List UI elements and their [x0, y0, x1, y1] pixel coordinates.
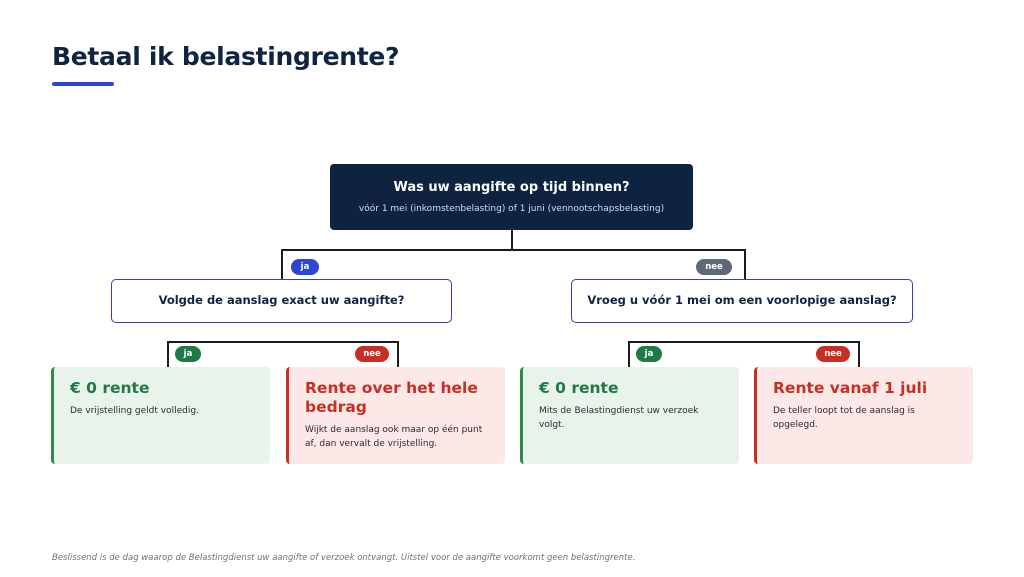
outcome-card-right-yes: € 0 rente Mits de Belastingdienst uw ver… — [520, 367, 739, 464]
right-yes-badge: ja — [636, 346, 662, 362]
right-no-badge: nee — [816, 346, 850, 362]
connector-right-yes-down — [628, 341, 630, 367]
outcome-text: Wijkt de aanslag ook maar op één punt af… — [305, 425, 483, 449]
connector-root-horizontal — [281, 249, 745, 251]
outcome-card-right-no: Rente vanaf 1 juli De teller loopt tot d… — [754, 367, 973, 464]
root-question-box: Was uw aangifte op tijd binnen? vóór 1 m… — [330, 164, 693, 230]
outcome-heading: € 0 rente — [539, 379, 619, 397]
outcome-text: De teller loopt tot de aanslag is opgele… — [773, 406, 915, 430]
outcome-heading: € 0 rente — [70, 379, 150, 397]
page-title: Betaal ik belastingrente? — [52, 42, 400, 71]
left-question-box: Volgde de aanslag exact uw aangifte? — [111, 279, 452, 323]
connector-left-down — [281, 249, 283, 279]
outcome-text: De vrijstelling geldt volledig. — [70, 406, 199, 416]
connector-right-no-down — [858, 341, 860, 367]
outcome-heading: Rente over het hele bedrag — [305, 379, 478, 416]
right-question-box: Vroeg u vóór 1 mei om een voorlopige aan… — [571, 279, 913, 323]
outcome-text: Mits de Belastingdienst uw verzoek volgt… — [539, 406, 699, 430]
left-yes-badge: ja — [175, 346, 201, 362]
connector-left-yes-down — [167, 341, 169, 367]
outcome-card-left-yes: € 0 rente De vrijstelling geldt volledig… — [51, 367, 270, 464]
left-no-badge: nee — [355, 346, 389, 362]
branch-badge-nee: nee — [696, 259, 732, 275]
root-subtitle: vóór 1 mei (inkomstenbelasting) of 1 jun… — [358, 204, 665, 214]
branch-badge-ja: ja — [291, 259, 319, 275]
outcome-card-left-no: Rente over het hele bedrag Wijkt de aans… — [286, 367, 505, 464]
root-question: Was uw aangifte op tijd binnen? — [393, 180, 630, 195]
connector-left-no-down — [397, 341, 399, 367]
footnote: Beslissend is de dag waarop de Belasting… — [52, 553, 636, 563]
title-underline — [52, 82, 114, 86]
connector-right-down — [744, 249, 746, 279]
outcome-heading: Rente vanaf 1 juli — [773, 379, 928, 397]
connector-left-bracket — [167, 341, 398, 343]
connector-root-down — [511, 230, 513, 250]
connector-right-bracket — [628, 341, 859, 343]
